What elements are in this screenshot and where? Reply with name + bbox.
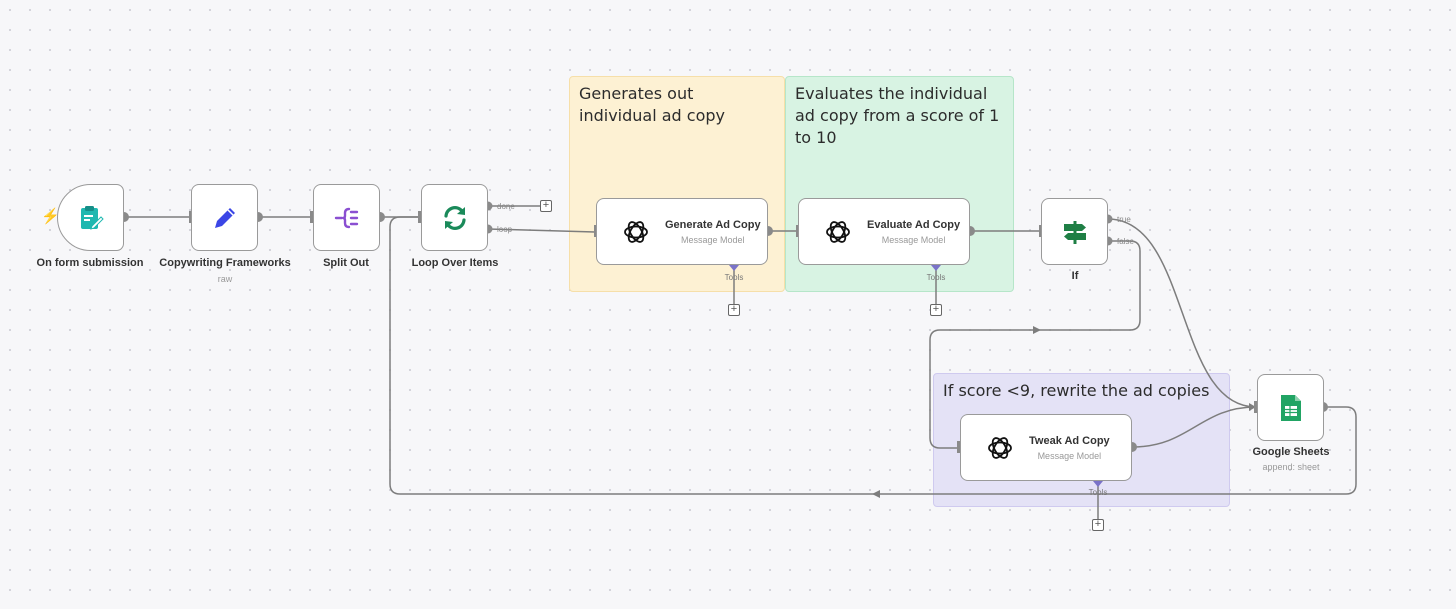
trigger-title: On form submission — [36, 257, 144, 269]
node-generate-ad-copy[interactable]: Generate Ad Copy Message Model — [596, 198, 768, 265]
node-split-out[interactable] — [313, 184, 380, 251]
if-out-false-label: false — [1117, 237, 1134, 246]
tweak-subtitle: Message Model — [1037, 450, 1102, 461]
form-edit-icon — [80, 205, 104, 230]
node-loop-over-items[interactable] — [421, 184, 488, 251]
loop-out-loop-label: loop — [497, 225, 513, 234]
wire-if-true-sheets — [1107, 218, 1257, 408]
split-title: Split Out — [323, 257, 369, 269]
node-evaluate-ad-copy[interactable]: Evaluate Ad Copy Message Model — [798, 198, 970, 265]
frameworks-subtitle: raw — [217, 274, 233, 284]
sticky-evaluate-text: Evaluates the individual ad copy from a … — [795, 84, 1000, 147]
sheets-title: Google Sheets — [1252, 446, 1330, 458]
node-tweak-ad-copy[interactable]: Tweak Ad Copy Message Model — [960, 414, 1132, 481]
tweak-title: Tweak Ad Copy — [1029, 434, 1110, 447]
google-sheets-icon — [1280, 394, 1301, 421]
evaluate-title: Evaluate Ad Copy — [867, 218, 961, 231]
sticky-generate-text: Generates out individual ad copy — [579, 84, 725, 125]
generate-add-tool-button[interactable]: + — [728, 304, 740, 316]
signpost-icon — [1063, 220, 1086, 244]
node-google-sheets[interactable] — [1257, 374, 1324, 441]
generate-subtitle: Message Model — [681, 234, 745, 245]
sheets-subtitle: append: sheet — [1262, 462, 1320, 472]
tweak-tools-label: Tools — [1088, 488, 1108, 497]
wire-loop-generate — [487, 228, 596, 233]
evaluate-subtitle: Message Model — [881, 234, 946, 245]
frameworks-title: Copywriting Frameworks — [159, 257, 291, 269]
openai-icon — [826, 220, 850, 243]
node-on-form-submission[interactable] — [57, 184, 124, 251]
evaluate-add-tool-button[interactable]: + — [930, 304, 942, 316]
wire-tweak-sheets — [1131, 406, 1257, 448]
generate-tools-label: Tools — [724, 273, 744, 282]
node-if[interactable] — [1041, 198, 1108, 265]
split-icon — [334, 207, 358, 228]
loop-title: Loop Over Items — [411, 257, 499, 269]
loop-done-add-button[interactable]: + — [540, 200, 552, 212]
if-out-true-label: true — [1117, 215, 1131, 224]
pencil-icon — [214, 207, 235, 228]
trigger-bolt-icon: ⚡ — [41, 208, 60, 225]
loop-out-done-label: done — [497, 202, 515, 211]
if-title: If — [1071, 270, 1079, 282]
evaluate-tools-label: Tools — [926, 273, 946, 282]
node-copywriting-frameworks[interactable] — [191, 184, 258, 251]
generate-title: Generate Ad Copy — [665, 218, 761, 231]
openai-icon — [988, 436, 1012, 459]
refresh-icon — [443, 205, 466, 230]
openai-icon — [624, 220, 648, 243]
sticky-rewrite-text: If score <9, rewrite the ad copies — [943, 381, 1210, 400]
tweak-add-tool-button[interactable]: + — [1092, 519, 1104, 531]
